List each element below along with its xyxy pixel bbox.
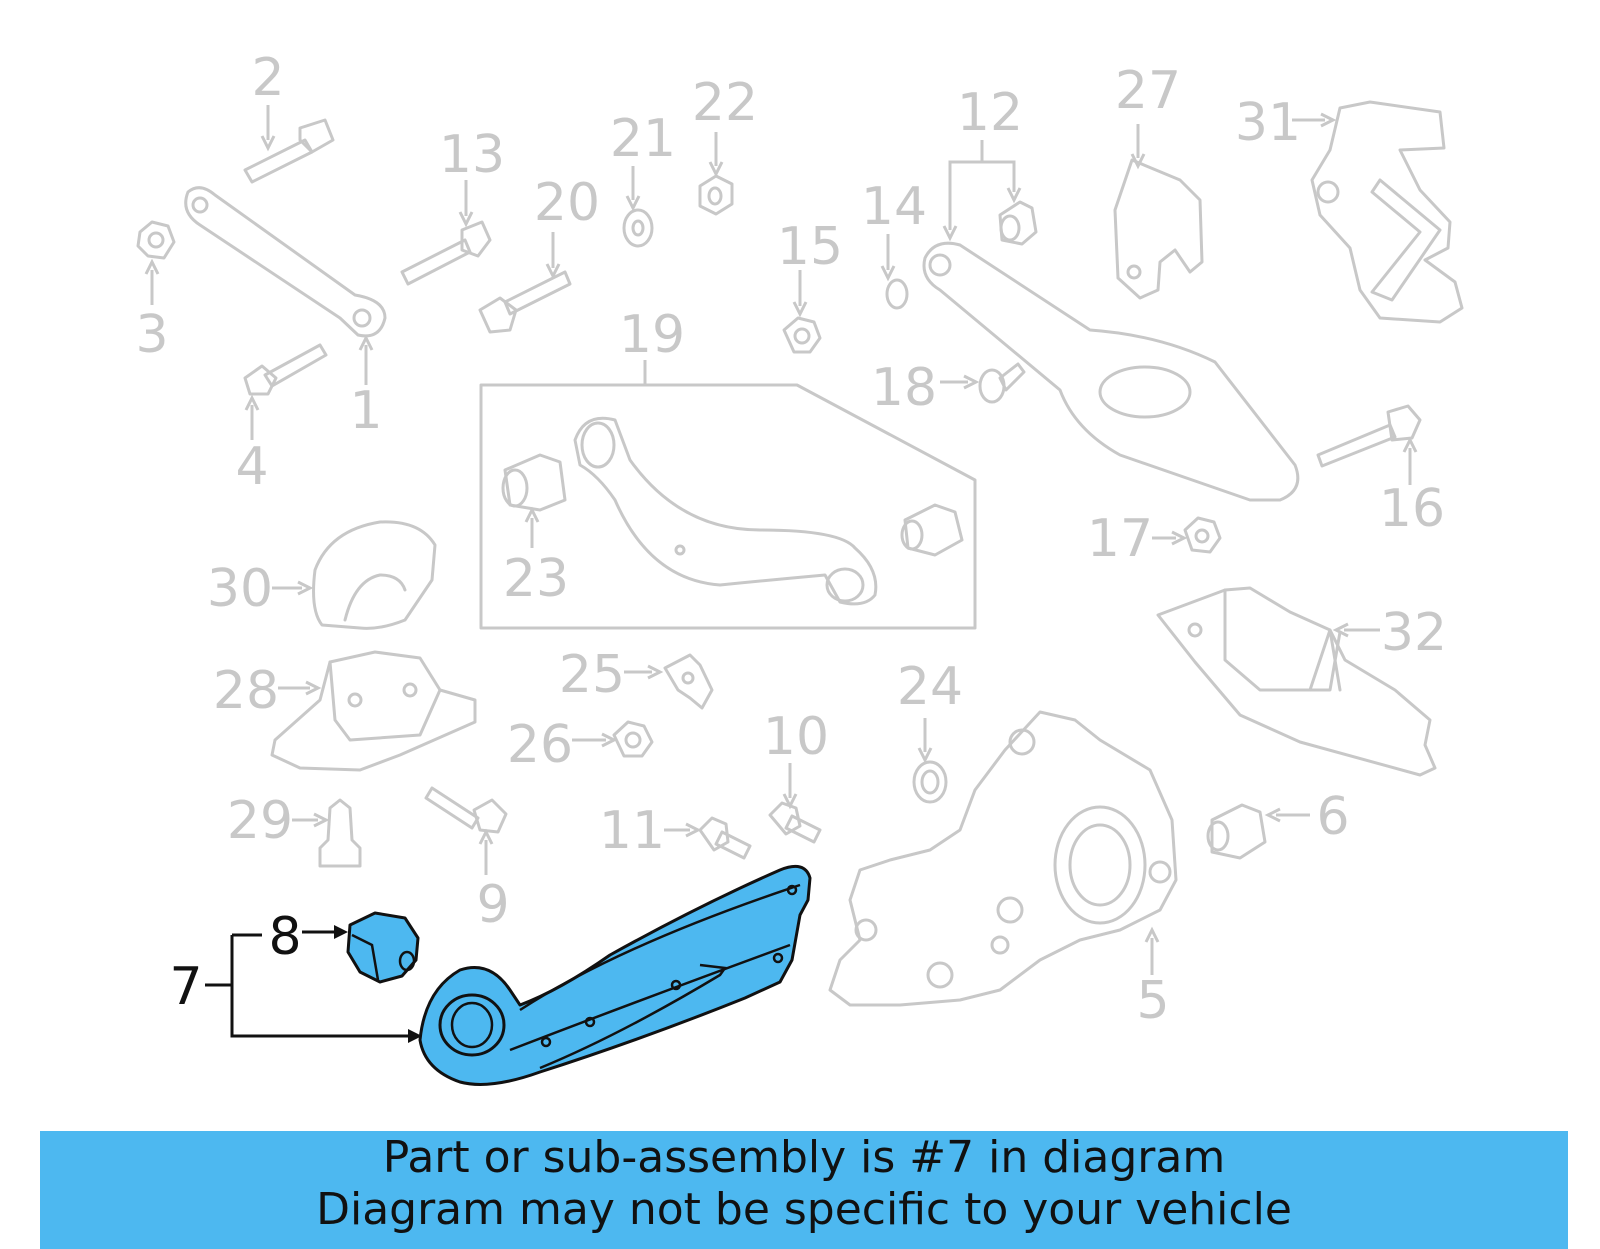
callout-31: 31 <box>1235 93 1301 153</box>
callout-18: 18 <box>871 358 937 418</box>
callout-7: 7 <box>169 957 202 1017</box>
callout-8: 8 <box>268 907 301 967</box>
part-2-bolt <box>243 105 335 184</box>
callout-27: 27 <box>1115 61 1181 121</box>
part-5-knuckle <box>828 710 1178 1007</box>
part-6-bushing <box>1206 803 1310 860</box>
part-11-bolt <box>664 816 752 860</box>
part-26-nut <box>572 720 654 758</box>
part-32-bracket <box>1156 586 1437 777</box>
callout-16: 16 <box>1379 479 1445 539</box>
part-4-bolt <box>243 343 328 440</box>
callout-6: 6 <box>1316 787 1349 847</box>
part-10-bolt <box>768 763 822 844</box>
part-31-bracket <box>1292 100 1464 324</box>
part-30-cover <box>272 520 437 630</box>
callout-29: 29 <box>227 791 293 851</box>
part-13-bolt <box>400 180 492 286</box>
callout-12: 12 <box>957 83 1023 143</box>
part-9-bolt <box>424 786 508 875</box>
callout-10: 10 <box>763 707 829 767</box>
part-16-bolt <box>1316 404 1422 485</box>
part-3-nut <box>136 220 176 305</box>
callout-32: 32 <box>1381 603 1447 663</box>
part-24-washer <box>912 718 948 804</box>
callout-24: 24 <box>897 657 963 717</box>
callout-19: 19 <box>619 305 685 365</box>
part-7-trailing-arm <box>418 864 812 1086</box>
part-15-nut <box>782 270 822 354</box>
part-22-nut <box>698 132 734 216</box>
banner-line-2: Diagram may not be specific to your vehi… <box>316 1184 1292 1235</box>
part-19-upper-arm-group <box>479 360 977 630</box>
callout-3: 3 <box>135 305 168 365</box>
callout-15: 15 <box>777 217 843 277</box>
callout-14: 14 <box>861 177 927 237</box>
part-20-bolt <box>478 232 572 334</box>
callout-30: 30 <box>207 559 273 619</box>
callout-26: 26 <box>507 715 573 775</box>
part-21-washer <box>622 166 654 248</box>
callout-9: 9 <box>476 875 509 935</box>
part-12-lower-arm <box>922 140 1300 502</box>
callout-5: 5 <box>1136 971 1169 1031</box>
part-28-cover <box>270 650 477 772</box>
callout-17: 17 <box>1087 509 1153 569</box>
callout-22: 22 <box>692 73 758 133</box>
callout-25: 25 <box>559 645 625 705</box>
part-18-bolt <box>940 362 1026 404</box>
part-25-bracket <box>624 653 714 710</box>
part-8-bushing <box>346 911 420 984</box>
part-14-washer <box>880 234 909 310</box>
callout-28: 28 <box>213 661 279 721</box>
callout-21: 21 <box>610 109 676 169</box>
callout-4: 4 <box>235 437 268 497</box>
callout-23: 23 <box>503 549 569 609</box>
callout-2: 2 <box>251 48 284 108</box>
callout-7-8-leader <box>205 925 422 1043</box>
callout-11: 11 <box>599 801 665 861</box>
part-27-bracket <box>1113 124 1204 300</box>
callout-20: 20 <box>534 173 600 233</box>
banner-line-1: Part or sub-assembly is #7 in diagram <box>382 1132 1226 1183</box>
part-17-nut <box>1152 516 1222 554</box>
info-banner: Part or sub-assembly is #7 in diagram Di… <box>40 1131 1568 1249</box>
part-29-clip <box>292 798 362 868</box>
part-1-link-arm <box>184 186 387 385</box>
callout-1: 1 <box>349 381 382 441</box>
callout-13: 13 <box>439 125 505 185</box>
